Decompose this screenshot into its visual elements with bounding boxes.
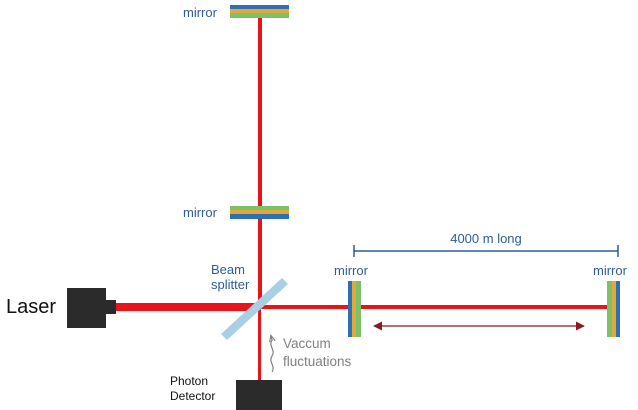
arm-length-label: 4000 m long — [450, 231, 522, 246]
beam-laser-to-splitter — [110, 303, 260, 311]
laser-nozzle — [104, 300, 116, 314]
mirror-arm-far-label: mirror — [593, 263, 628, 278]
beam-splitter-to-arm — [258, 305, 610, 309]
wavy-arrow-icon — [271, 336, 273, 373]
beam-splitter-label-line2: splitter — [211, 277, 250, 292]
vacuum-label-line1: Vaccum — [283, 336, 331, 351]
photon-detector-icon — [236, 380, 282, 410]
beam-splitter-icon — [221, 278, 288, 340]
mirror-arm-far-icon — [607, 281, 620, 337]
detector-label-line2: Detector — [170, 389, 215, 403]
beam-to-detector — [258, 309, 261, 381]
arm-length-dimension — [353, 245, 619, 257]
mirror-upper-label: mirror — [183, 205, 218, 220]
detector-label-line1: Photon — [170, 374, 208, 388]
laser-box-icon — [67, 288, 106, 328]
laser-label: Laser — [6, 296, 56, 318]
mirror-top-label: mirror — [183, 5, 218, 20]
vacuum-label-line2: fluctuations — [283, 354, 352, 369]
mirror-arm-near-icon — [348, 281, 361, 337]
mirror-arm-near-label: mirror — [334, 263, 369, 278]
mirror-upper-icon — [230, 206, 289, 219]
beam-splitter-label-line1: Beam — [211, 262, 245, 277]
beam-vertical-top — [258, 17, 262, 307]
mirror-top-icon — [230, 5, 289, 18]
